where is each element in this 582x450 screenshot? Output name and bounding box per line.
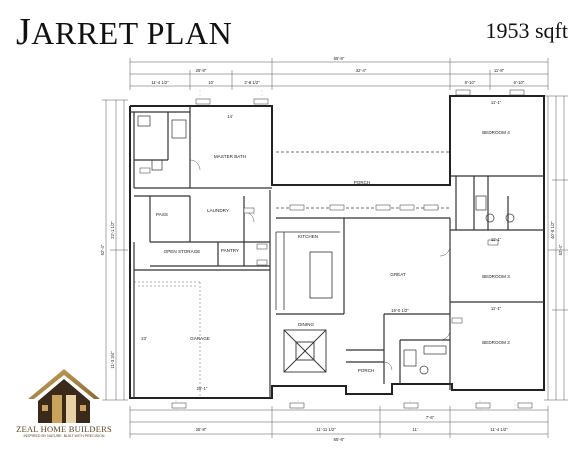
dim-great-width: 19'-0 1/2"	[391, 308, 409, 313]
brand-tagline: INSPIRED BY NATURE. BUILT WITH PRECISION	[23, 434, 105, 438]
room-bedroom-4: BEDROOM 4	[482, 130, 510, 135]
dim-bed4-width: 11'-1"	[491, 100, 502, 105]
room-open-storage: OPEN STORAGE	[164, 249, 201, 254]
dim-garage-width: 25'-1"	[197, 386, 208, 391]
plan-title-rest: ARRET PLAN	[31, 15, 233, 51]
plan-title-initial: J	[16, 11, 32, 53]
window-tags	[139, 89, 533, 409]
zeal-logo-mark	[28, 369, 100, 423]
dim-top-total: 65'-8"	[334, 56, 345, 61]
dining-table	[283, 329, 327, 373]
dim-bottom-r1: 11'	[412, 427, 417, 432]
room-dining: DINING	[298, 322, 315, 327]
dim-bottom-left: 25'-8"	[196, 427, 207, 432]
exterior-walls	[129, 95, 545, 399]
dim-left-c: 11'-3 3/4"	[110, 351, 115, 369]
bath-fixtures	[137, 115, 515, 375]
dim-bed3-width: 11'-1"	[491, 237, 502, 242]
dim-left-b: 22'-1 1/2"	[110, 221, 115, 239]
interior-walls	[130, 106, 544, 398]
square-footage: 1953 sqft	[485, 18, 569, 43]
room-pass: PASS	[156, 212, 168, 217]
brand-name: ZEAL HOME BUILDERS	[16, 424, 112, 434]
room-garage: GARAGE	[190, 336, 210, 341]
dim-right-b: 40'-8 1/2"	[550, 221, 555, 239]
room-pantry: PANTRY	[221, 248, 239, 253]
dim-bottom-mid: 11'-11 1/2"	[316, 427, 336, 432]
porch-outline	[276, 151, 450, 209]
room-master-bath: MASTER BATH	[214, 154, 246, 159]
dim-master-width: 14'	[227, 114, 233, 119]
dim-top-d: 8'-10"	[465, 80, 476, 85]
dim-garage-depth: 23'	[141, 336, 147, 341]
room-laundry: LAUNDRY	[207, 208, 229, 213]
room-labels: MASTER BATH BEDROOM 4 PORCH PASS LAUNDRY…	[156, 130, 510, 373]
dimension-lines	[102, 58, 568, 438]
dim-top-right: 11'-8"	[494, 68, 505, 73]
room-bedroom-3: BEDROOM 3	[482, 274, 510, 279]
room-great: GREAT	[390, 272, 406, 277]
dim-top-b: 10'	[208, 80, 214, 85]
plan-title: JARRET PLAN	[16, 10, 232, 54]
room-porch-top: PORCH	[354, 180, 371, 185]
dim-bottom-r3: 11'-4 1/2"	[490, 427, 508, 432]
dim-bed2-width: 11'-1"	[491, 306, 502, 311]
room-kitchen: KITCHEN	[298, 234, 318, 239]
garage-doors	[134, 281, 201, 398]
door-swings	[189, 159, 451, 371]
dim-top-a: 11'-4 1/2"	[151, 80, 169, 85]
dim-right-total: 52'-4"	[558, 244, 563, 255]
dim-bottom-total: 65'-8"	[334, 437, 345, 442]
dim-top-mid: 32'-4"	[356, 68, 367, 73]
kitchen-fixtures	[275, 231, 340, 310]
dim-top-c: 2'-8 1/2"	[244, 80, 260, 85]
room-bedroom-2: BEDROOM 2	[482, 340, 510, 345]
dim-top-e: 6'-10"	[514, 80, 525, 85]
dimension-labels: 65'-8" 25'-8" 32'-4" 11'-8" 11'-4 1/2" 1…	[100, 56, 563, 442]
dim-left-total: 52'-4"	[100, 244, 105, 255]
dim-bottom-r2: 7'-6"	[426, 415, 435, 420]
room-porch-bottom: PORCH	[358, 368, 375, 373]
dim-top-left: 25'-8"	[196, 68, 207, 73]
